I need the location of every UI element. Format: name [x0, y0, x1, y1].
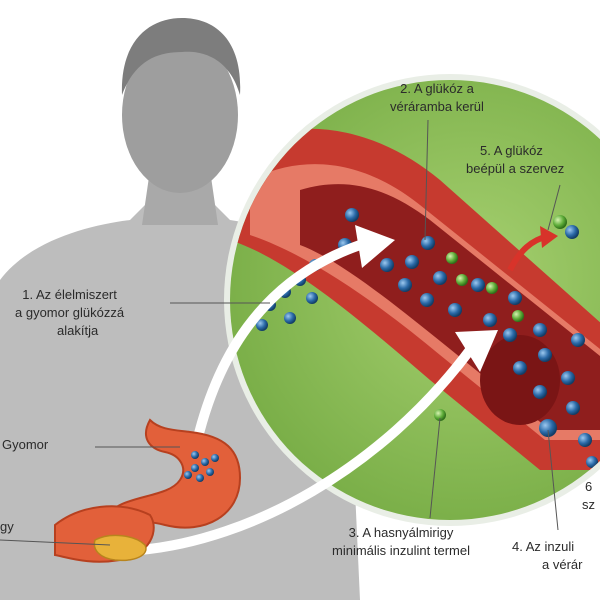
glucose-molecule-icon	[586, 456, 598, 468]
glucose-molecule-icon	[201, 458, 209, 466]
glucose-molecule-icon	[421, 236, 435, 250]
label-pancreas-text: gy	[0, 519, 14, 534]
glucose-molecule-icon	[206, 468, 214, 476]
glucose-molecule-icon	[538, 348, 552, 362]
label-step-1: 1. Az élelmiszert a gyomor glükózzá alak…	[15, 286, 124, 340]
glucose-molecule-icon	[483, 313, 497, 327]
glucose-molecule-icon	[503, 328, 517, 342]
insulin-molecule-icon	[486, 282, 498, 294]
label-step-1-line1: 1. Az élelmiszert	[22, 287, 117, 302]
label-step-3: 3. A hasnyálmirigy minimális inzulint te…	[332, 524, 470, 560]
arrow-icon	[355, 225, 395, 268]
glucose-molecule-icon	[256, 319, 268, 331]
glucose-molecule-icon	[184, 471, 192, 479]
glucose-molecule-icon	[471, 278, 485, 292]
label-step-2-line2: véráramba kerül	[390, 99, 484, 114]
label-step-6-line1: 6	[585, 479, 593, 494]
label-step-6: 6 sz	[582, 478, 595, 514]
glucose-molecule-icon	[345, 208, 359, 222]
glucose-molecule-icon	[539, 419, 557, 437]
label-step-4-line1: 4. Az inzuli	[512, 539, 575, 554]
magnified-bloodstream-view	[224, 74, 600, 526]
insulin-molecule-icon	[456, 274, 468, 286]
glucose-molecule-icon	[211, 454, 219, 462]
glucose-molecule-icon	[533, 385, 547, 399]
label-step-5-line1: 5. A glükóz	[480, 143, 543, 158]
glucose-molecule-icon	[380, 258, 394, 272]
glucose-molecule-icon	[191, 464, 199, 472]
label-step-4: 4. Az inzuli a vérár	[512, 538, 582, 574]
label-pancreas: gy	[0, 518, 14, 536]
glucose-molecule-icon	[571, 333, 585, 347]
insulin-molecule-icon	[446, 252, 458, 264]
label-step-1-line2: a gyomor glükózzá	[15, 305, 125, 320]
glucose-molecule-icon	[420, 293, 434, 307]
leader-lines	[0, 119, 561, 546]
label-step-6-line2: sz	[582, 497, 595, 512]
glucose-molecule-icon	[508, 291, 522, 305]
glucose-molecule-icon	[306, 292, 318, 304]
label-step-3-line2: minimális inzulint termel	[332, 543, 470, 558]
arrow-icon	[190, 240, 365, 455]
label-stomach-text: Gyomor	[2, 437, 49, 452]
arrow-icon	[540, 226, 558, 248]
glucose-molecules	[338, 208, 598, 468]
glucose-molecule-icon	[191, 451, 199, 459]
glucose-molecule-icon	[405, 255, 419, 269]
label-step-2: 2. A glükóz a véráramba kerül	[390, 80, 484, 116]
insulin-molecule-icon	[434, 409, 446, 421]
glucose-molecule-icon	[433, 271, 447, 285]
glucose-molecule-icon	[566, 401, 580, 415]
transport-arrows	[135, 225, 498, 555]
glucose-molecule-icon	[398, 278, 412, 292]
arrow-icon	[455, 330, 498, 372]
arrow-icon	[135, 345, 475, 555]
glucose-molecule-icon	[448, 303, 462, 317]
glucose-molecule-icon	[196, 474, 204, 482]
glucose-molecule-icon	[284, 312, 296, 324]
glucose-molecule-icon	[565, 225, 579, 239]
label-step-2-line1: 2. A glükóz a	[400, 81, 474, 96]
label-step-5: 5. A glükóz beépül a szervez	[466, 142, 564, 178]
insulin-molecules	[434, 215, 567, 421]
label-step-4-line2: a vérár	[542, 557, 583, 572]
label-step-1-line3: alakítja	[57, 323, 99, 338]
label-step-3-line1: 3. A hasnyálmirigy	[348, 525, 454, 540]
pancreas	[93, 534, 147, 562]
label-stomach: Gyomor	[2, 436, 48, 454]
glucose-molecule-icon	[578, 433, 592, 447]
glucose-molecule-icon	[561, 371, 575, 385]
insulin-molecule-icon	[512, 310, 524, 322]
label-step-5-line2: beépül a szervez	[466, 161, 565, 176]
glucose-molecule-icon	[533, 323, 547, 337]
insulin-molecule-icon	[553, 215, 567, 229]
glucose-molecule-icon	[513, 361, 527, 375]
